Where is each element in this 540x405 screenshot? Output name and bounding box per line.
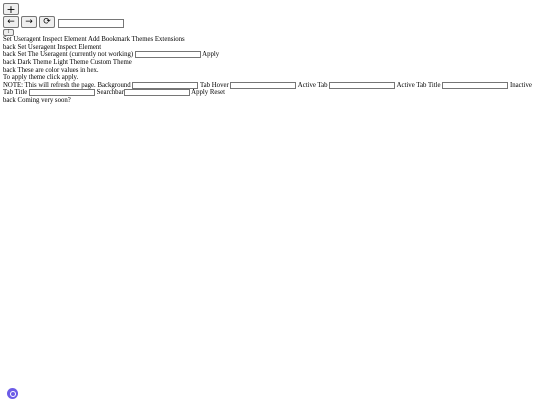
- menu-icon: ⁞: [7, 29, 10, 36]
- custom-theme-form: NOTE: This will refresh the page. Backgr…: [3, 81, 537, 97]
- useragent-panel: back Set The Useragent (currently not wo…: [3, 51, 537, 59]
- plus-icon: +: [6, 2, 16, 16]
- extensions-panel: back Coming very soon?: [3, 97, 537, 105]
- themes-panel: back Dark Theme Light Theme Custom Theme: [3, 59, 537, 67]
- custom-theme-intro: back These are color values in hex.: [3, 67, 537, 75]
- menu-item-extensions[interactable]: Extensions: [154, 36, 185, 44]
- back-link[interactable]: back: [3, 58, 16, 66]
- circle-icon: [9, 390, 16, 397]
- panel-item-set-useragent[interactable]: Set Useragent: [17, 43, 56, 51]
- menu-item-set-useragent[interactable]: Set Useragent: [3, 36, 41, 44]
- browser-settings-page: + ← → ⟳ ⁞ Set Useragent Inspect Element …: [3, 3, 537, 105]
- active-tab-color-input[interactable]: [329, 81, 396, 89]
- inactive-tab-title-color-input[interactable]: [28, 89, 95, 97]
- floating-action-button[interactable]: [7, 388, 18, 399]
- url-input[interactable]: [58, 18, 124, 28]
- back-link[interactable]: back: [3, 43, 16, 51]
- forward-button[interactable]: →: [21, 16, 37, 29]
- field-label-tab-hover: Tab Hover: [199, 81, 229, 89]
- searchbar-color-input[interactable]: [123, 89, 190, 97]
- panel-item-inspect-element[interactable]: Inspect Element: [57, 43, 102, 51]
- theme-option-custom[interactable]: Custom Theme: [90, 58, 132, 66]
- menu-toggle-button[interactable]: ⁞: [3, 29, 14, 37]
- reload-icon: ⟳: [43, 17, 51, 28]
- tab-hover-color-input[interactable]: [230, 81, 297, 89]
- useragent-apply-button[interactable]: Apply: [202, 51, 220, 59]
- active-tab-title-color-input[interactable]: [442, 81, 509, 89]
- menu-panel: back Set Useragent Inspect Element: [3, 44, 537, 52]
- menu-item-inspect-element[interactable]: Inspect Element: [42, 36, 87, 44]
- menu-item-add-bookmark[interactable]: Add Bookmark: [87, 36, 131, 44]
- theme-option-dark[interactable]: Dark Theme: [17, 58, 52, 66]
- theme-apply-button[interactable]: Apply: [191, 89, 209, 97]
- arrow-right-icon: →: [25, 17, 33, 28]
- back-link[interactable]: back: [3, 51, 16, 59]
- extensions-coming-soon: Coming very soon?: [17, 97, 71, 105]
- useragent-label: Set The Useragent (currently not working…: [17, 51, 134, 59]
- back-link[interactable]: back: [3, 97, 16, 105]
- arrow-left-icon: ←: [7, 17, 15, 28]
- field-label-active-tab-title: Active Tab Title: [396, 81, 441, 89]
- refresh-note: NOTE: This will refresh the page.: [3, 81, 96, 89]
- custom-theme-instructions: To apply theme click apply.: [3, 74, 79, 82]
- useragent-input[interactable]: [134, 51, 201, 59]
- field-label-searchbar: Searchbar: [96, 89, 124, 97]
- settings-menu: Set Useragent Inspect Element Add Bookma…: [3, 36, 537, 44]
- new-tab-button[interactable]: +: [3, 3, 19, 15]
- field-label-inactive-tab-title: Inactive Tab Title: [3, 81, 532, 97]
- reload-button[interactable]: ⟳: [39, 16, 55, 29]
- theme-reset-button[interactable]: Reset: [209, 89, 225, 97]
- background-color-input[interactable]: [132, 81, 199, 89]
- theme-option-light[interactable]: Light Theme: [53, 58, 89, 66]
- field-label-background: Background: [97, 81, 131, 89]
- back-button[interactable]: ←: [3, 16, 19, 29]
- custom-theme-description: These are color values in hex.: [17, 66, 99, 74]
- navigation-bar: ← → ⟳: [3, 16, 537, 29]
- field-label-active-tab: Active Tab: [297, 81, 328, 89]
- menu-item-themes[interactable]: Themes: [131, 36, 154, 44]
- back-link[interactable]: back: [3, 66, 16, 74]
